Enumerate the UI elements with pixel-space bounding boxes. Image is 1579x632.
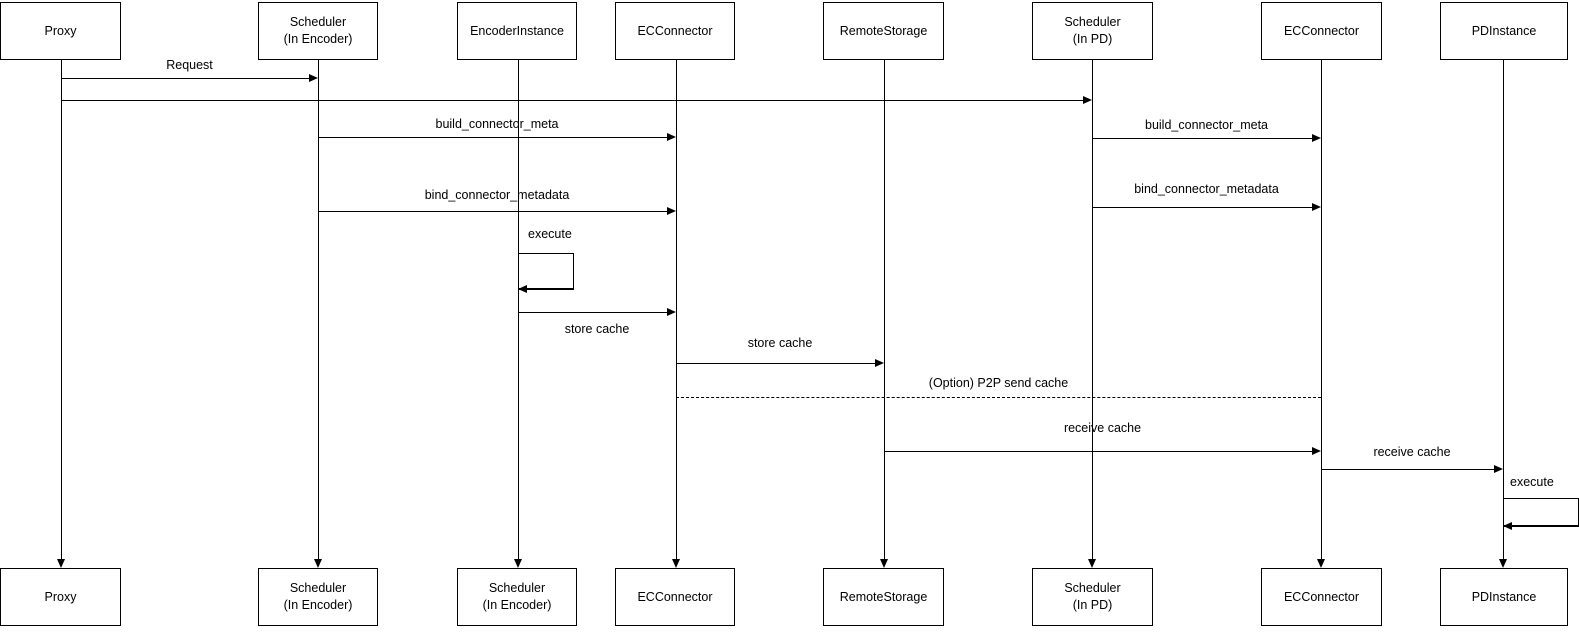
actor-box-top-ec-connector-left[interactable]: ECConnector — [615, 2, 735, 60]
lifeline-ec-connector-left — [676, 60, 677, 563]
actor-box-top-scheduler-pd[interactable]: Scheduler (In PD) — [1032, 2, 1153, 60]
lifeline-remote-storage — [884, 60, 885, 563]
arrowhead-terminator-proxy — [56, 559, 65, 568]
arrowhead-proxy-to-scheduler-pd — [1083, 95, 1092, 104]
lifeline-pd-instance — [1503, 60, 1504, 563]
arrowhead-terminator-encoder-instance — [513, 559, 522, 568]
message-label-build-connector-meta-left: build_connector_meta — [435, 117, 559, 131]
selfloop-execute-encoder[interactable] — [518, 253, 574, 289]
actor-label-line1: Scheduler — [1064, 15, 1121, 30]
actor-box-bottom-ec-connector-right[interactable]: ECConnector — [1261, 568, 1382, 626]
message-line-bind-connector-metadata-right[interactable] — [1092, 207, 1312, 208]
message-line-proxy-to-scheduler-pd[interactable] — [61, 100, 1083, 101]
actor-label-line1: ECConnector — [637, 589, 713, 604]
arrowhead-bind-connector-metadata-right — [1312, 202, 1321, 211]
message-line-receive-cache-1[interactable] — [884, 451, 1312, 452]
actor-box-top-ec-connector-right[interactable]: ECConnector — [1261, 2, 1382, 60]
arrowhead-terminator-pd-instance — [1498, 559, 1507, 568]
message-label-execute-encoder: execute — [528, 227, 572, 241]
actor-box-bottom-proxy[interactable]: Proxy — [0, 568, 121, 626]
actor-label-line1: ECConnector — [1283, 23, 1360, 38]
message-line-store-cache-2[interactable] — [676, 363, 875, 364]
selfloop-execute-pd[interactable] — [1503, 498, 1579, 526]
lifeline-encoder-instance — [518, 60, 519, 563]
message-line-store-cache-1[interactable] — [518, 312, 667, 313]
arrowhead-receive-cache-2 — [1494, 464, 1503, 473]
actor-label-line1: PDInstance — [1471, 23, 1537, 38]
arrowhead-build-connector-meta-left — [667, 132, 676, 141]
arrowhead-execute-encoder — [518, 284, 527, 293]
message-label-store-cache-1: store cache — [564, 322, 630, 336]
lifeline-scheduler-encoder — [318, 60, 319, 563]
message-label-receive-cache-2: receive cache — [1373, 445, 1451, 459]
actor-label-line1: Proxy — [44, 23, 77, 38]
actor-label-line2: (In PD) — [1072, 32, 1113, 46]
lifeline-proxy — [61, 60, 62, 563]
message-label-bind-connector-metadata-left: bind_connector_metadata — [424, 188, 570, 202]
message-label-bind-connector-metadata-right: bind_connector_metadata — [1134, 182, 1279, 196]
actor-box-bottom-ec-connector-left[interactable]: ECConnector — [615, 568, 735, 626]
actor-box-top-encoder-instance[interactable]: EncoderInstance — [457, 2, 577, 60]
message-label-execute-pd: execute — [1510, 475, 1554, 489]
message-line-execute-pd-return[interactable] — [1503, 526, 1579, 527]
arrowhead-build-connector-meta-right — [1312, 133, 1321, 142]
actor-label-line1: PDInstance — [1471, 589, 1537, 604]
actor-box-bottom-encoder-instance[interactable]: Scheduler (In Encoder) — [457, 568, 577, 626]
message-line-build-connector-meta-right[interactable] — [1092, 138, 1312, 139]
message-line-request[interactable] — [61, 78, 309, 79]
arrowhead-store-cache-2 — [875, 358, 884, 367]
actor-label-line1: Scheduler — [1064, 581, 1121, 596]
lifeline-scheduler-pd — [1092, 60, 1093, 563]
lifeline-ec-connector-right — [1321, 60, 1322, 563]
message-line-receive-cache-2[interactable] — [1321, 469, 1494, 470]
actor-label-line1: Proxy — [44, 589, 77, 604]
message-label-store-cache-2: store cache — [747, 336, 813, 350]
arrowhead-bind-connector-metadata-left — [667, 206, 676, 215]
arrowhead-store-cache-1 — [667, 307, 676, 316]
actor-label-line1: RemoteStorage — [839, 589, 928, 604]
actor-box-bottom-remote-storage[interactable]: RemoteStorage — [823, 568, 944, 626]
actor-box-top-pd-instance[interactable]: PDInstance — [1440, 2, 1568, 60]
actor-box-top-proxy[interactable]: Proxy — [0, 2, 121, 60]
message-label-receive-cache-1: receive cache — [1063, 421, 1142, 435]
actor-box-bottom-scheduler-encoder[interactable]: Scheduler (In Encoder) — [258, 568, 378, 626]
arrowhead-terminator-ec-connector-left — [671, 559, 680, 568]
actor-label-line2: (In Encoder) — [482, 598, 552, 612]
arrowhead-terminator-scheduler-pd — [1087, 559, 1096, 568]
message-label-request: Request — [166, 58, 213, 72]
message-line-execute-encoder-return[interactable] — [518, 289, 574, 290]
arrowhead-terminator-remote-storage — [879, 559, 888, 568]
actor-label-line1: Scheduler — [488, 581, 546, 596]
arrowhead-execute-pd — [1503, 521, 1512, 530]
message-line-bind-connector-metadata-left[interactable] — [318, 211, 667, 212]
actor-label-line1: Scheduler — [289, 581, 347, 596]
actor-label-line2: (In PD) — [1072, 598, 1113, 612]
actor-label-line1: Scheduler — [289, 15, 347, 30]
message-line-p2p-send-cache[interactable] — [676, 397, 1321, 398]
arrowhead-terminator-ec-connector-right — [1316, 559, 1325, 568]
actor-box-top-remote-storage[interactable]: RemoteStorage — [823, 2, 944, 60]
actor-box-bottom-scheduler-pd[interactable]: Scheduler (In PD) — [1032, 568, 1153, 626]
message-label-build-connector-meta-right: build_connector_meta — [1145, 118, 1268, 132]
arrowhead-request — [309, 73, 318, 82]
actor-label-line2: (In Encoder) — [283, 598, 353, 612]
actor-label-line1: ECConnector — [1283, 589, 1360, 604]
arrowhead-terminator-scheduler-encoder — [313, 559, 322, 568]
actor-label-line1: EncoderInstance — [470, 23, 564, 38]
actor-box-bottom-pd-instance[interactable]: PDInstance — [1440, 568, 1568, 626]
actor-box-top-scheduler-encoder[interactable]: Scheduler (In Encoder) — [258, 2, 378, 60]
actor-label-line1: ECConnector — [637, 23, 713, 38]
arrowhead-receive-cache-1 — [1312, 446, 1321, 455]
message-line-build-connector-meta-left[interactable] — [318, 137, 667, 138]
actor-label-line1: RemoteStorage — [839, 23, 928, 38]
actor-label-line2: (In Encoder) — [283, 32, 353, 46]
message-label-p2p-send-cache: (Option) P2P send cache — [928, 376, 1069, 390]
